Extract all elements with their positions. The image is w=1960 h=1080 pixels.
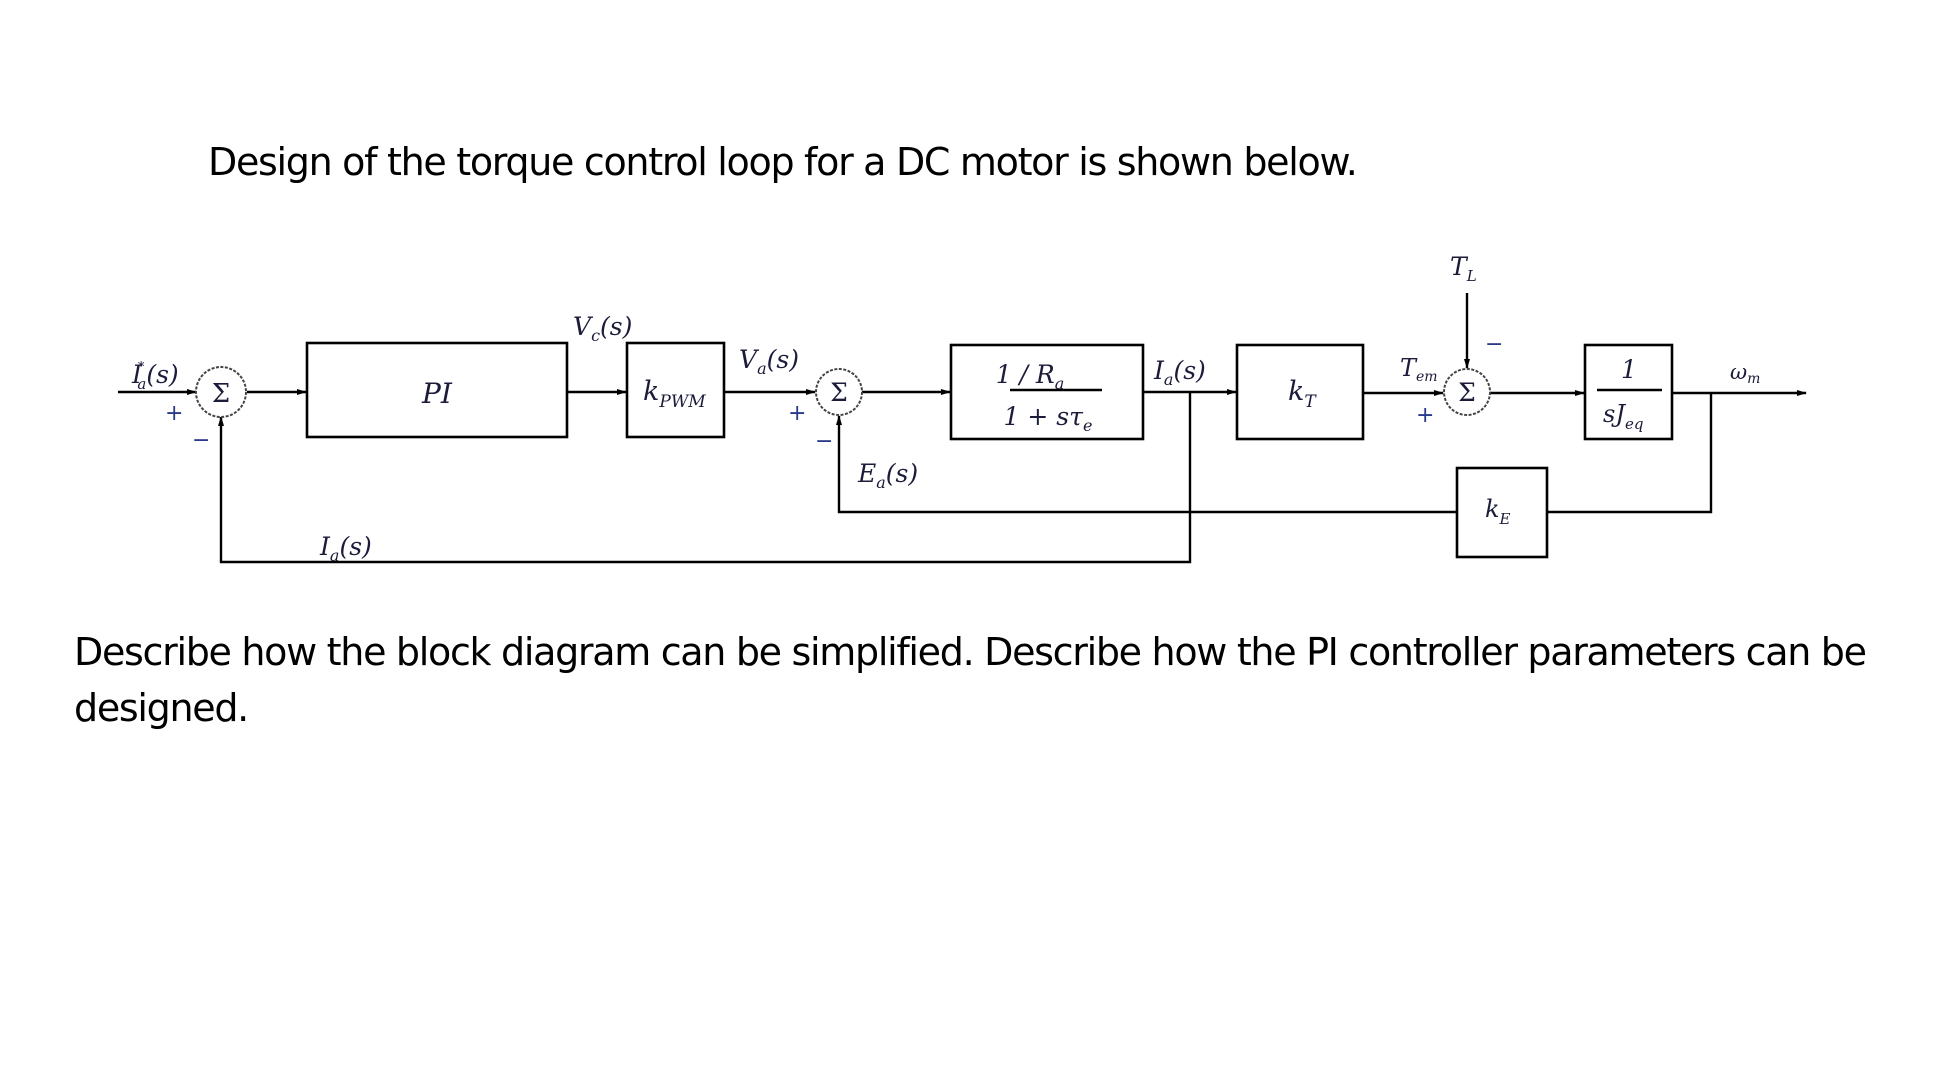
sign-minus-3: − (1485, 332, 1503, 357)
label-ia-reference: I*a(s) (131, 360, 179, 393)
ke-block: kE (1455, 466, 1549, 559)
svg-text:sJeq: sJeq (1603, 400, 1643, 433)
label-va: Va(s) (739, 345, 799, 378)
inertia-block: 1 sJeq (1583, 343, 1674, 441)
summing-junction-3: Σ (1443, 368, 1491, 416)
svg-text:kPWM: kPWM (643, 376, 706, 412)
svg-text:Σ: Σ (830, 378, 848, 407)
label-ia-forward: Ia(s) (1153, 356, 1206, 389)
sign-plus-1: + (165, 401, 183, 426)
label-omega-m: ωm (1730, 360, 1760, 387)
label-vc: Vc(s) (573, 312, 632, 345)
svg-text:1 / Ra: 1 / Ra (996, 360, 1065, 393)
heading-text: Design of the torque control loop for a … (208, 140, 1358, 184)
pi-controller-block: PI (305, 341, 569, 439)
label-ia-feedback: Ia(s) (319, 532, 372, 565)
armature-transfer-block: 1 / Ra 1 + sτe (949, 343, 1145, 441)
wire-speed-feedback (1547, 393, 1713, 514)
label-tem: Tem (1400, 354, 1438, 385)
svg-text:Σ: Σ (212, 379, 230, 409)
sign-minus-2: − (815, 429, 833, 454)
sign-plus-2: + (788, 401, 806, 426)
svg-text:PI: PI (421, 377, 453, 410)
kpwm-block: kPWM (625, 341, 726, 439)
svg-text:1: 1 (1621, 355, 1637, 384)
svg-text:1 + sτe: 1 + sτe (1004, 402, 1093, 435)
sign-plus-3: + (1416, 403, 1434, 428)
svg-text:kT: kT (1288, 376, 1317, 412)
label-tl: TL (1450, 252, 1477, 285)
sign-minus-1: − (192, 428, 210, 453)
wires (118, 293, 1807, 564)
wire-ke-to-sum2 (836, 415, 1457, 514)
svg-text:Σ: Σ (1458, 378, 1476, 407)
question-line-1: Describe how the block diagram can be si… (74, 630, 1867, 674)
summing-junction-2: Σ (815, 368, 863, 416)
question-line-2: designed. (74, 686, 249, 730)
wire-current-feedback (218, 392, 1192, 564)
kt-block: kT (1235, 343, 1365, 441)
svg-text:kE: kE (1485, 495, 1511, 528)
summing-junction-1: Σ (195, 366, 247, 418)
label-ea: Ea(s) (857, 459, 918, 492)
